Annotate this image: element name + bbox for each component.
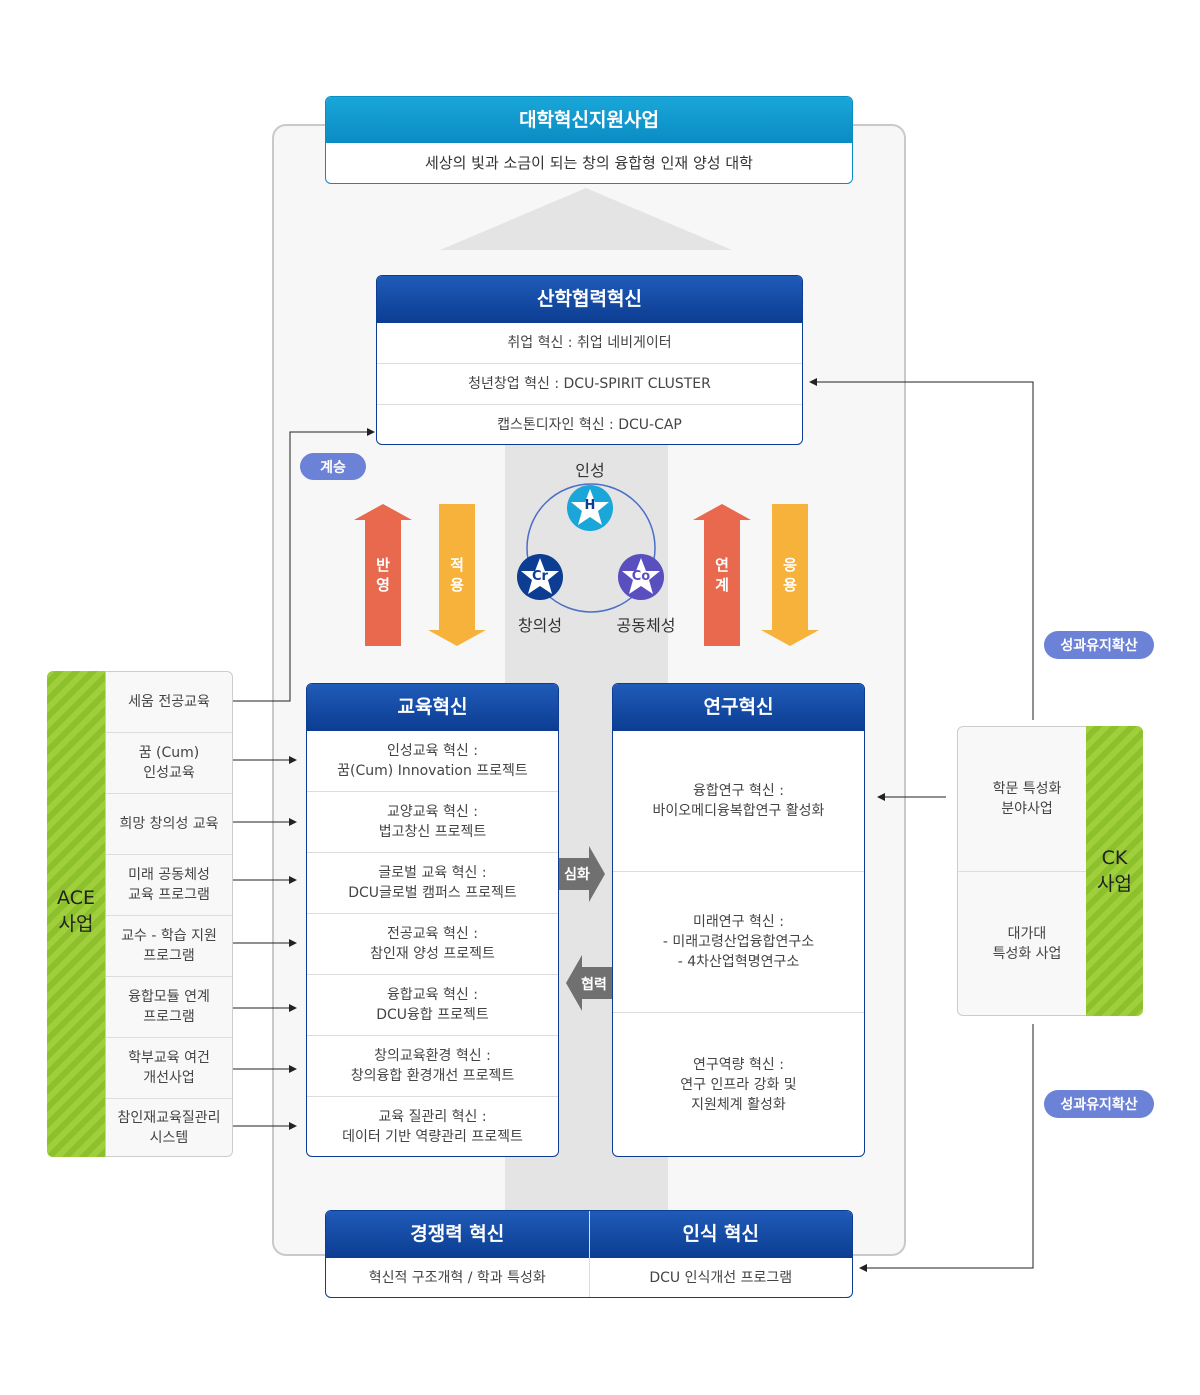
- spread-label-upper: 성과유지확산: [1044, 631, 1154, 659]
- ace-item: 미래 공동체성 교육 프로그램: [106, 855, 232, 916]
- ace-item: 꿈 (Cum) 인성교육: [106, 733, 232, 794]
- industry-box: 산학협력혁신 취업 혁신 : 취업 네비게이터 청년창업 혁신 : DCU-SP…: [376, 275, 803, 445]
- reflect-label: 반 영: [376, 556, 390, 594]
- industry-item: 취업 혁신 : 취업 네비게이터: [377, 323, 802, 364]
- star-cr-icon: [517, 554, 563, 600]
- research-item: 융합연구 혁신 : 바이오메디융복합연구 활성화: [613, 731, 864, 872]
- education-box: 교육혁신 인성교육 혁신 : 꿈(Cum) Innovation 프로젝트 교양…: [306, 683, 559, 1157]
- star-h-icon: [567, 485, 613, 531]
- connect-arrow: [693, 504, 751, 646]
- research-title: 연구혁신: [613, 684, 864, 731]
- ace-item: 참인재교육질관리 시스템: [117, 1109, 221, 1146]
- star-cr-symbol: Cr: [532, 569, 548, 584]
- research-box: 연구혁신 융합연구 혁신 : 바이오메디융복합연구 활성화 미래연구 혁신 : …: [612, 683, 865, 1157]
- ck-item: 대가대 특성화 사업: [992, 925, 1062, 962]
- inherit-label: 계승: [300, 453, 366, 480]
- deepen-arrow: [559, 846, 605, 902]
- cooperate-arrow: [566, 955, 612, 1011]
- industry-item: 청년창업 혁신 : DCU-SPIRIT CLUSTER: [377, 364, 802, 405]
- value-left-label: 창의성: [517, 616, 563, 635]
- education-item: 창의교육환경 혁신 : 창의융합 환경개선 프로젝트: [307, 1036, 558, 1097]
- top-title: 대학혁신지원사업: [326, 97, 852, 143]
- ck-item: 학문 특성화 분야사업: [958, 727, 1096, 872]
- ace-item: 희망 창의성 교육: [106, 794, 232, 855]
- ace-list: 세움 전공교육 꿈 (Cum) 인성교육 희망 창의성 교육 미래 공동체성 교…: [105, 671, 233, 1157]
- upward-arrow: [440, 188, 732, 250]
- education-item: 교육 질관리 혁신 : 데이터 기반 역량관리 프로젝트: [342, 1108, 523, 1145]
- bottom-left-title: 경쟁력 혁신: [326, 1211, 589, 1258]
- apply-arrow: [428, 504, 486, 646]
- bottom-right-desc: DCU 인식개선 프로그램: [649, 1270, 793, 1286]
- research-item: 미래연구 혁신 : - 미래고령산업융합연구소 - 4차산업혁명연구소: [613, 872, 864, 1013]
- industry-item: 캡스톤디자인 혁신 : DCU-CAP: [497, 416, 682, 433]
- use-arrow: [761, 504, 819, 646]
- star-co-symbol: Co: [631, 569, 651, 584]
- ck-list: 학문 특성화 분야사업 대가대 특성화 사업: [957, 726, 1097, 1016]
- top-subtitle: 세상의 빛과 소금이 되는 창의 융합형 인재 양성 대학: [425, 154, 753, 172]
- industry-title: 산학협력혁신: [377, 276, 802, 323]
- education-item: 융합교육 혁신 : DCU융합 프로젝트: [307, 975, 558, 1036]
- connect-label: 연 계: [715, 556, 729, 594]
- ace-item: 교수 - 학습 지원 프로그램: [106, 916, 232, 977]
- ck-stripe: [1086, 726, 1143, 1016]
- star-h-symbol: H: [584, 498, 596, 513]
- use-label: 응 용: [783, 556, 797, 594]
- value-right-label: 공동체성: [616, 616, 676, 635]
- ck-title: CK 사업: [1097, 847, 1132, 895]
- value-top-label: 인성: [575, 461, 605, 480]
- bottom-left: 경쟁력 혁신 혁신적 구조개혁 / 학과 특성화: [326, 1211, 590, 1297]
- ace-item: 융합모듈 연계 프로그램: [106, 977, 232, 1038]
- education-title: 교육혁신: [307, 684, 558, 731]
- education-item: 교양교육 혁신 : 법고창신 프로젝트: [307, 792, 558, 853]
- education-item: 전공교육 혁신 : 참인재 양성 프로젝트: [307, 914, 558, 975]
- deepen-label: 심화: [564, 867, 590, 883]
- bottom-box: 경쟁력 혁신 혁신적 구조개혁 / 학과 특성화 인식 혁신 DCU 인식개선 …: [325, 1210, 853, 1298]
- cooperate-label: 협력: [581, 977, 607, 993]
- spread-label-lower: 성과유지확산: [1044, 1090, 1154, 1118]
- star-co-icon: [618, 554, 664, 600]
- bottom-right-title: 인식 혁신: [589, 1211, 852, 1258]
- ace-item: 세움 전공교육: [106, 672, 232, 733]
- top-box: 대학혁신지원사업 세상의 빛과 소금이 되는 창의 융합형 인재 양성 대학: [325, 96, 853, 184]
- education-item: 글로벌 교육 혁신 : DCU글로벌 캠퍼스 프로젝트: [307, 853, 558, 914]
- bottom-right: 인식 혁신 DCU 인식개선 프로그램: [589, 1211, 852, 1297]
- bottom-left-desc: 혁신적 구조개혁 / 학과 특성화: [368, 1270, 546, 1286]
- ace-item: 학부교육 여건 개선사업: [106, 1038, 232, 1099]
- research-item: 연구역량 혁신 : 연구 인프라 강화 및 지원체계 활성화: [680, 1056, 797, 1113]
- ace-title: ACE 사업: [57, 887, 95, 935]
- apply-label: 적 용: [450, 556, 464, 594]
- value-circle: [526, 483, 656, 613]
- education-item: 인성교육 혁신 : 꿈(Cum) Innovation 프로젝트: [307, 731, 558, 792]
